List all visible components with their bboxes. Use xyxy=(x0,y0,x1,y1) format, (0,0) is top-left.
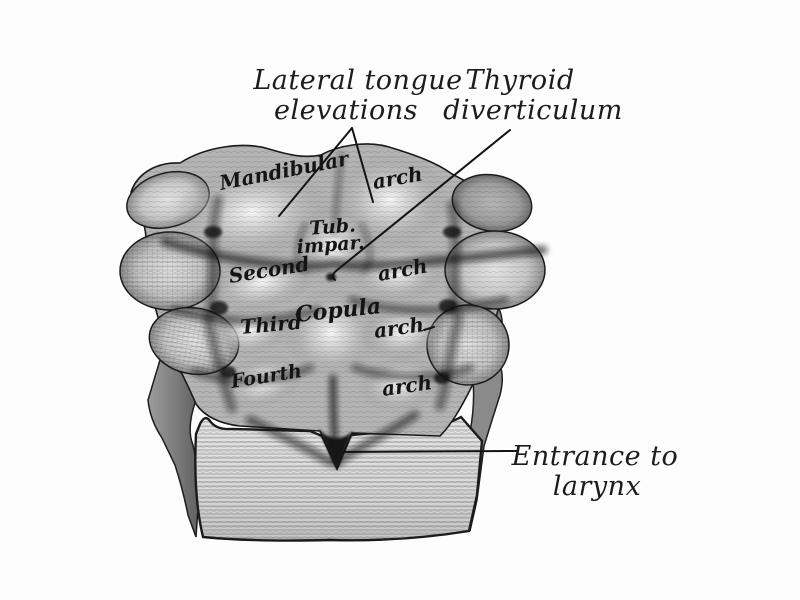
left-cut-wall xyxy=(147,358,201,538)
label-third: Third xyxy=(239,310,302,339)
caption-labels: Lateral tongue elevations Thyroid divert… xyxy=(252,65,679,502)
label-tub-impar-line1: Tub. xyxy=(309,214,357,239)
leader-lines xyxy=(278,127,518,453)
larynx-notch xyxy=(318,428,353,470)
label-thyroid-line1: Thyroid xyxy=(465,65,574,96)
label-lateral-tongue-line1: Lateral tongue xyxy=(252,65,462,96)
label-entrance-line2: larynx xyxy=(553,471,642,502)
label-thyroid-line2: diverticulum xyxy=(443,95,623,126)
label-entrance-line1: Entrance to xyxy=(511,441,679,472)
leader-thyroid-diverticulum xyxy=(331,129,511,281)
label-lateral-tongue-line2: elevations xyxy=(274,95,418,126)
label-tub-impar-line2: impar. xyxy=(296,232,365,259)
leader-lateral-tongue-right xyxy=(351,127,374,203)
leader-entrance-larynx xyxy=(333,450,518,453)
leader-lateral-tongue-left xyxy=(278,127,353,217)
leader-arch3-tick xyxy=(423,326,435,331)
